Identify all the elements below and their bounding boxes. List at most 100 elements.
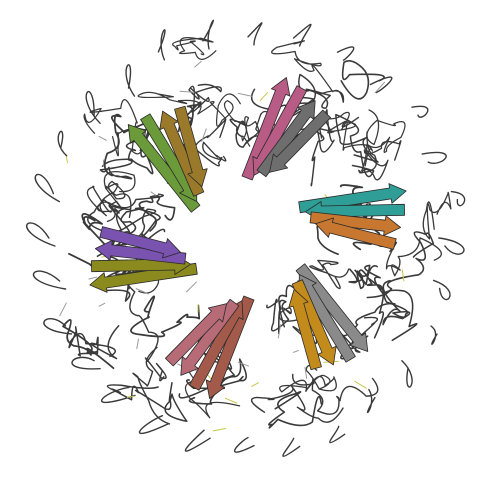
beta-strand-arrow: [268, 109, 332, 173]
coil-hairpin: [401, 360, 413, 388]
ligand-stick: [293, 349, 299, 353]
coil-loops: [26, 19, 466, 457]
coil-loop: [137, 91, 227, 120]
coil-loop: [357, 265, 385, 339]
ligand-stick: [237, 361, 250, 367]
ligand-stick: [277, 324, 282, 339]
ligand-stick: [259, 91, 269, 102]
coil-loop: [106, 382, 188, 423]
coil-loop: [366, 231, 435, 299]
coil-loop: [83, 98, 146, 157]
coil-loop: [271, 40, 345, 103]
coil-hairpin: [157, 29, 166, 61]
ligand-stick: [179, 90, 195, 93]
ligand-stick: [88, 276, 98, 280]
ligand-stick: [98, 135, 107, 141]
ligand-stick: [212, 427, 227, 432]
coil-loop: [250, 384, 344, 423]
ligand-stick: [135, 288, 149, 295]
coil-loop: [335, 113, 379, 178]
ligand-stick: [374, 81, 386, 94]
ligand-stick: [354, 380, 367, 389]
beta-strand-arrow: [298, 183, 407, 214]
coil-loop: [62, 319, 115, 370]
beta-strand-arrow: [205, 295, 255, 399]
beta-strand-arrow: [174, 105, 208, 188]
coil-hairpin: [138, 415, 170, 434]
beta-strand-arrow: [288, 288, 322, 371]
beta-strand-arrow: [315, 217, 397, 250]
ligand-stick: [185, 281, 198, 293]
coil-hairpin: [32, 270, 67, 290]
coil-hairpin: [233, 436, 255, 453]
beta-strand-arrow: [256, 100, 316, 178]
ligand-stick: [401, 269, 405, 282]
coil-hairpin: [184, 429, 211, 452]
coil-hairpin: [125, 64, 136, 97]
ligand-stick: [98, 302, 106, 307]
coil-hairpin: [26, 222, 56, 247]
beta-strand-arrow: [295, 263, 369, 352]
coil-loop: [87, 193, 164, 235]
coil-loop: [279, 364, 337, 393]
coil-hairpin: [430, 325, 438, 345]
beta-strand-arrow: [164, 303, 228, 367]
ligand-stick: [251, 382, 259, 387]
coil-loop: [358, 131, 402, 181]
coil-hairpin: [247, 22, 263, 46]
coil-loop: [268, 390, 323, 429]
ligand-stick: [59, 302, 67, 317]
coil-hairpin: [366, 388, 376, 413]
coil-loop: [229, 118, 258, 148]
coil-loop: [309, 259, 350, 290]
coil-hairpin: [336, 46, 355, 61]
coil-hairpin: [329, 425, 346, 444]
coil-hairpin: [438, 237, 465, 255]
coil-loop: [68, 325, 120, 360]
beta-strand-arrow: [309, 211, 402, 237]
ligand-stick: [150, 191, 157, 196]
ligand-stick: [201, 128, 207, 142]
ligand-stick: [65, 156, 69, 164]
coil-hairpin: [71, 356, 101, 370]
ligand-stick: [194, 60, 202, 68]
coil-loop: [172, 36, 217, 60]
beta-strand-arrow: [127, 124, 201, 213]
beta-strand-arrow: [99, 226, 181, 259]
coil-loop: [422, 191, 452, 240]
ligand-stick: [237, 92, 253, 97]
coil-loop: [130, 295, 201, 338]
beta-strands: [89, 77, 407, 399]
ligand-stick: [136, 338, 140, 349]
coil-loop: [382, 279, 418, 342]
beta-strand-arrow: [89, 262, 198, 293]
coil-loop: [188, 83, 222, 113]
coil-hairpin: [432, 279, 451, 301]
coil-hairpin: [43, 317, 73, 335]
coil-loop: [215, 93, 251, 147]
coil-hairpin: [57, 130, 68, 157]
coil-loop: [194, 118, 227, 167]
ligand-stick: [224, 397, 238, 404]
coil-hairpin: [292, 23, 312, 47]
coil-hairpin: [100, 386, 136, 404]
coil-hairpin: [421, 151, 447, 164]
coil-loop: [132, 346, 171, 425]
coil-loop: [322, 111, 374, 167]
beta-strand-arrow: [241, 77, 291, 181]
coil-loop: [361, 109, 406, 172]
ligand-stick: [304, 366, 308, 379]
coil-loop: [340, 60, 385, 100]
coil-loop: [138, 195, 176, 232]
beta-strand-arrow: [95, 239, 187, 265]
coil-hairpin: [85, 91, 101, 124]
coil-hairpin: [34, 173, 61, 203]
coil-hairpin: [282, 437, 301, 457]
coil-loop: [266, 298, 290, 332]
coil-loop: [250, 73, 331, 112]
coil-hairpin: [450, 190, 466, 207]
beta-strand-arrow: [180, 298, 240, 376]
ligand-stick: [126, 395, 135, 398]
